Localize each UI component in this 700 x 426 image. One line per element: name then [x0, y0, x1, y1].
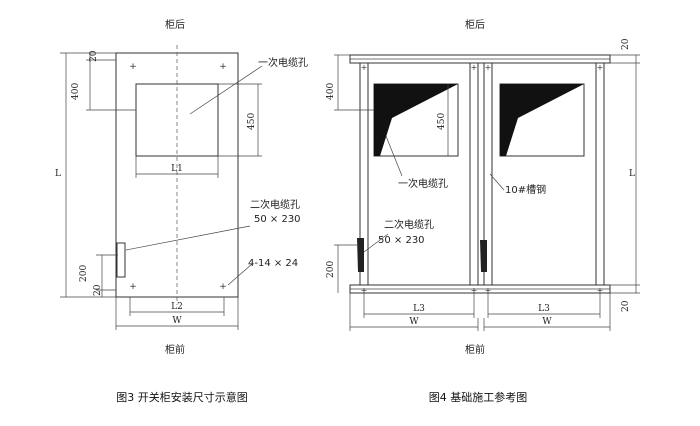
fig3-dim-L: L [55, 169, 61, 179]
svg-text:+: + [129, 62, 137, 72]
fig3-dim-450: 450 [247, 113, 257, 130]
fig3-primary-hole-label: 一次电缆孔 [258, 56, 308, 69]
fig3-bolt-spec: 4-14 × 24 [248, 258, 298, 269]
fig4-dim-L: L [629, 169, 635, 179]
svg-text:+: + [219, 282, 227, 292]
fig3-dim-20-bottom: 20 [93, 284, 103, 296]
fig3-caption: 图3 开关柜安装尺寸示意图 [116, 390, 248, 404]
fig3-dim-W: W [172, 316, 182, 326]
fig4-dim-20-top: 20 [621, 38, 631, 50]
fig4-dim-20-bottom: 20 [621, 300, 631, 312]
fig4-secondary-hole-size: 50 × 230 [378, 235, 425, 246]
fig3-bolt-leader [227, 263, 253, 286]
svg-text:+: + [471, 63, 478, 72]
fig4-dim-L3-left: L3 [413, 304, 425, 314]
svg-text:+: + [361, 286, 368, 295]
fig4-channel-leader [489, 173, 505, 191]
fig3-primary-hole [135, 83, 219, 157]
fig3-dim-L1: L1 [171, 164, 183, 174]
fig3-secondary-hole-label: 二次电缆孔 [250, 198, 300, 211]
fig4-secondary-hole-left [357, 238, 364, 272]
svg-text:+: + [129, 282, 137, 292]
fig4-bolt-holes: + + + + + + + + [361, 63, 604, 295]
fig3-secondary-hole [116, 242, 126, 278]
fig4-label-rear: 柜后 [465, 18, 485, 31]
fig3-primary-leader [189, 65, 263, 115]
svg-text:+: + [471, 286, 478, 295]
fig4-dim-450: 450 [437, 113, 447, 130]
fig4-channel-steel-label: 10#槽钢 [505, 183, 546, 196]
fig3-dim-20-top: 20 [89, 50, 99, 62]
fig4-primary-hole-label: 一次电缆孔 [398, 177, 448, 190]
fig3-dim-L2: L2 [171, 302, 183, 312]
svg-text:+: + [597, 63, 604, 72]
fig4-secondary-hole-right [480, 240, 487, 272]
fig4-dim-W-left: W [409, 317, 419, 327]
svg-text:+: + [485, 286, 492, 295]
fig3-label-rear: 柜后 [165, 18, 185, 31]
fig4-dim-L3-right: L3 [538, 304, 550, 314]
fig4-secondary-hole-label: 二次电缆孔 [384, 218, 434, 231]
svg-text:+: + [485, 63, 492, 72]
fig3-dim-200: 200 [79, 265, 89, 282]
fig4-label-front: 柜前 [465, 343, 485, 356]
fig3-secondary-hole-size: 50 × 230 [254, 214, 301, 225]
svg-text:+: + [219, 62, 227, 72]
svg-text:+: + [361, 63, 368, 72]
fig4-primary-leader [385, 135, 403, 177]
fig4-dim-W-right: W [542, 317, 552, 327]
fig4-vertical-channels [359, 62, 605, 286]
figure-3: 柜后 一次电缆孔 + + + + 二次电缆孔 50 × 230 4-14 × 2… [55, 18, 308, 404]
figure-4: 柜后 + + + + + + + + 一次电缆孔 [326, 18, 640, 404]
fig4-dim-200: 200 [326, 261, 336, 278]
svg-text:+: + [597, 286, 604, 295]
fig4-primary-hole-right-fill [500, 84, 584, 156]
fig4-primary-hole-left-fill [374, 84, 458, 156]
fig3-secondary-leader [125, 225, 251, 251]
fig4-secondary-leader [363, 233, 389, 253]
fig4-caption: 图4 基础施工参考图 [429, 390, 528, 404]
fig3-bolt-holes: + + + + [129, 62, 227, 292]
fig4-dim-400: 400 [326, 83, 336, 100]
fig3-label-front: 柜前 [165, 343, 185, 356]
fig3-dim-400: 400 [71, 83, 81, 100]
